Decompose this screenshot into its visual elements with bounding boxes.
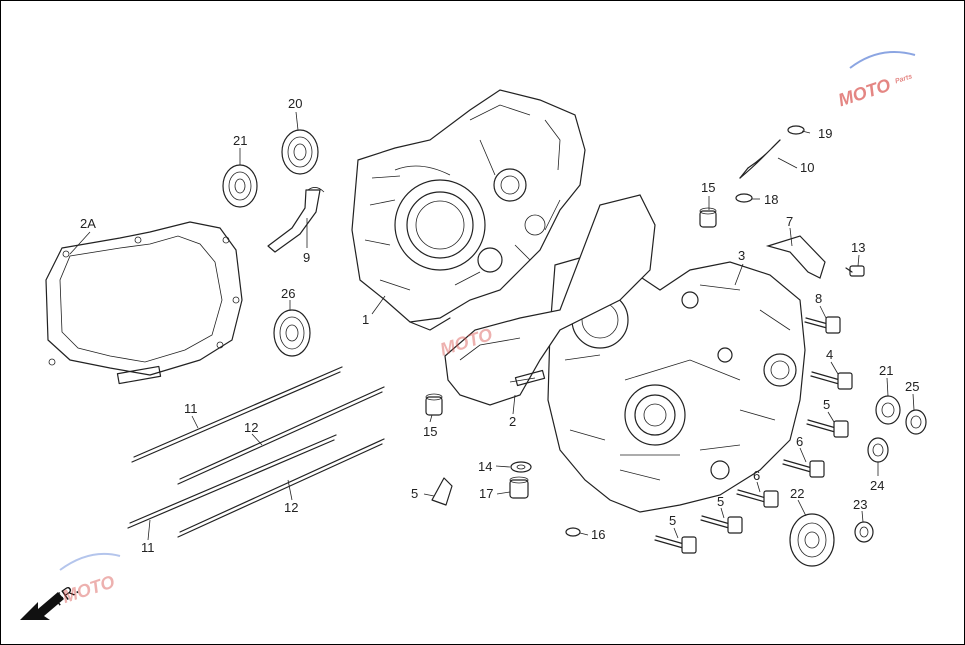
callout-12-upper: 12 [244,420,258,435]
callout-24: 25 [905,379,919,394]
callout-7: 7 [786,214,793,229]
bolt-part-5-c[interactable] [700,515,743,534]
callout-15-upper: 15 [701,180,715,195]
callout-21-right: 21 [879,363,893,378]
stud-bolt-part-12-upper[interactable] [177,386,385,485]
watermark-top-right: MOTO Parts [836,51,916,111]
left-crankcase-part-1[interactable] [351,89,586,331]
callout-11-lower: 11 [141,540,155,555]
callout-14: 14 [478,459,492,474]
callout-9: 9 [303,250,310,265]
oil-bracket-part-4[interactable] [431,477,453,506]
callout-5-d: 5 [669,513,676,528]
oil-seal-part-25[interactable] [854,521,874,543]
callout-2A: 2A [80,216,96,231]
stud-bolt-part-11-upper[interactable] [131,366,343,463]
bolt-part-8[interactable] [804,316,841,334]
callout-26: 26 [281,286,295,301]
o-ring-part-16[interactable] [565,527,581,537]
bolt-part-5-b[interactable] [806,419,849,438]
callout-5-b: 5 [823,397,830,412]
callout-3: 3 [738,248,745,263]
callout-22: 22 [790,486,804,501]
callout-10: 10 [800,160,814,175]
callout-12-lower: 12 [284,500,298,515]
left-gasket-part-2A[interactable] [45,221,243,385]
watermark-text: MOTO [836,75,893,111]
bolt-part-5-d[interactable] [654,535,697,554]
callout-18: 18 [764,192,778,207]
bearing-part-20[interactable] [281,129,319,175]
bolt-part-5-a[interactable] [810,371,853,390]
callout-21-left: 21 [233,133,247,148]
hose-clip-part-19[interactable] [787,125,805,135]
hose-clip-part-18[interactable] [735,193,753,203]
watermark-sub: Parts [894,73,913,85]
callout-11-upper: 11 [184,401,198,416]
callout-19: 19 [818,126,832,141]
watermark-swoosh-icon-2 [59,552,121,571]
cover-plate-part-7[interactable] [765,235,826,279]
drain-plug-part-17[interactable] [509,476,529,499]
bearing-part-22[interactable] [789,513,835,567]
bolt-part-6-a[interactable] [782,459,825,478]
watermark-swoosh-icon [849,51,916,69]
callout-2: 2 [509,414,516,429]
callout-5-c: 5 [717,494,724,509]
bearing-part-26[interactable] [273,309,311,357]
stud-bolt-part-12-lower[interactable] [177,438,385,538]
callout-20: 20 [288,96,302,111]
dowel-pin-part-15-upper[interactable] [699,207,717,228]
callout-16: 16 [591,527,605,542]
callout-17: 17 [479,486,493,501]
bolt-part-13[interactable] [845,265,865,277]
front-arrow-icon [20,592,64,620]
callout-1: 1 [362,312,369,327]
breather-hose-part-10[interactable] [739,139,781,179]
callout-13: 13 [851,240,865,255]
callout-labels: 20 21 2A 9 26 1 2 3 7 19 10 18 15 13 8 4… [80,96,919,555]
washer-part-14[interactable] [510,461,532,473]
bearing-part-21-right[interactable] [875,395,901,425]
oil-seal-part-24[interactable] [905,409,927,435]
bolt-part-6-b[interactable] [736,489,779,508]
bracket-part-9[interactable] [267,187,325,253]
callout-8: 8 [815,291,822,306]
bearing-part-23[interactable] [867,437,889,463]
leader-lines [69,111,915,541]
stud-bolt-part-11-lower[interactable] [127,434,337,529]
callout-6-a: 6 [796,434,803,449]
callout-5-a: 4 [826,347,833,362]
callout-6-b: 6 [753,468,760,483]
dowel-pin-part-15-lower[interactable] [425,393,443,416]
callout-15-lower: 15 [423,424,437,439]
watermark-text-bottom: MOTO [60,571,117,607]
watermark-bottom-left: MOTO [59,552,121,607]
callout-4: 5 [411,486,418,501]
bearing-part-21-left[interactable] [222,164,258,208]
callout-25: 23 [853,497,867,512]
callout-23: 24 [870,478,884,493]
right-crankcase-part-3[interactable] [547,239,806,513]
center-gasket-part-2[interactable] [444,194,656,406]
